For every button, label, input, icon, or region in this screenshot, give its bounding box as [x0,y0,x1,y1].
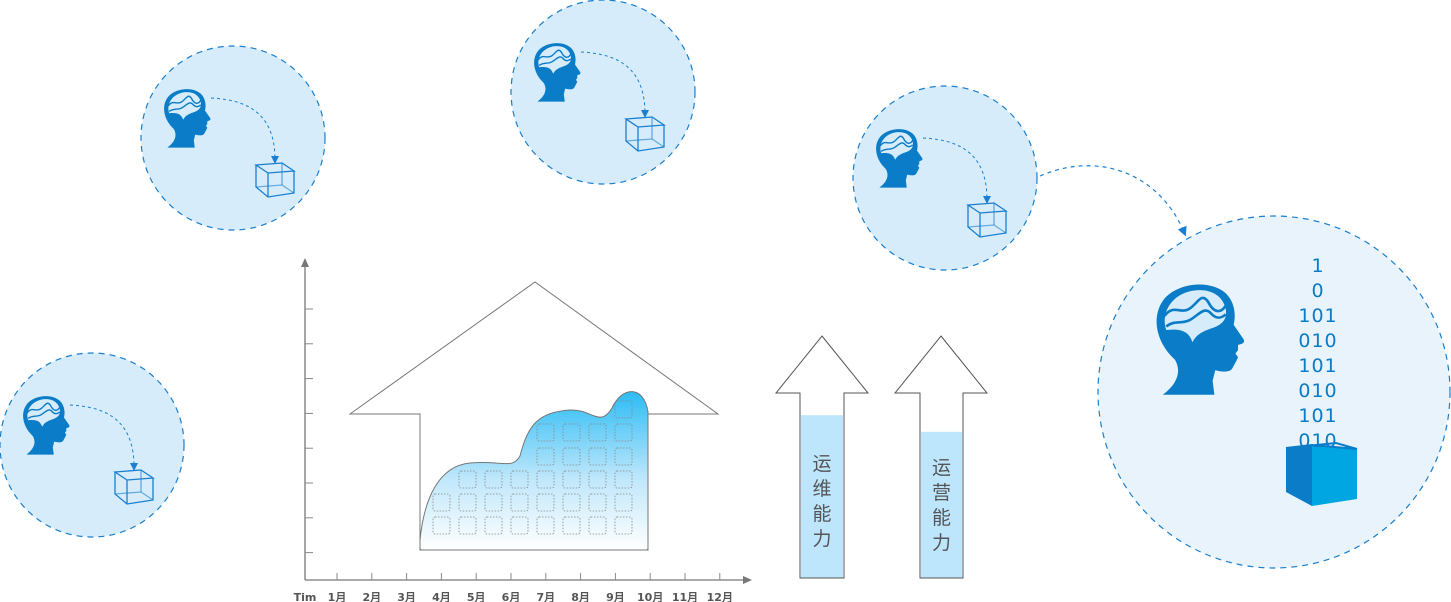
binary-line: 0 [1311,280,1324,302]
connector-arrow [1039,165,1187,237]
grid-cell [432,516,451,535]
dashed-arrow [580,51,649,118]
capability-label-char: 运 [812,453,831,475]
timeline-chart: 1月 2月 3月 4月 5月 6月 7月 8月 9月 10月 11月 12月 Tim [294,258,752,602]
grid-cell [588,423,607,442]
idea-circle [510,0,696,185]
grid-cell [562,423,581,442]
x-tick-label: 5月 [467,591,486,602]
x-tick-label: 8月 [571,591,590,602]
grid-cell [562,447,581,466]
grid-cell [588,516,607,535]
grid-cell [614,470,633,489]
grid-cell [562,470,581,489]
grid-cell [458,470,477,489]
grid-cell [536,447,555,466]
solid-cube-icon [1285,441,1358,506]
x-tick-label: 1月 [328,591,347,602]
grid-cell [484,493,503,512]
binary-line: 010 [1298,380,1337,402]
x-tick-label: 7月 [536,591,555,602]
idea-circle [0,352,185,538]
binary-line: 1 [1311,255,1324,277]
capability-label-char: 运 [932,457,951,479]
x-tick-label: 2月 [362,591,381,602]
x-tick-label: 12月 [707,591,733,602]
binary-line: 101 [1298,355,1337,377]
capability-label-char: 营 [932,482,951,504]
grid-cell [536,493,555,512]
idea-circle [852,85,1038,271]
x-tick-label: 9月 [606,591,625,602]
grid-cell [614,400,633,419]
growth-house-arrow [348,281,720,551]
grid-cell [484,516,503,535]
x-tick-label: 10月 [637,591,663,602]
grid-cell [510,493,529,512]
capability-level-fill [801,415,843,578]
grid-cell [510,516,529,535]
grid-cell [562,516,581,535]
grid-cell [614,447,633,466]
grid-cell [536,470,555,489]
binary-line: 101 [1298,405,1337,427]
capability-label-char: 能 [932,507,951,529]
grid-cell [432,493,451,512]
grid-cell [588,493,607,512]
capability-label-char: 力 [932,532,951,554]
x-tick-label: 4月 [432,591,451,602]
binary-line: 010 [1298,330,1337,352]
grid-cell [614,516,633,535]
grid-cell [588,447,607,466]
grid-cell [614,493,633,512]
grid-cell [484,470,503,489]
capability-level-fill [921,431,962,578]
x-tick-label: 6月 [502,591,521,602]
grid-cell [614,423,633,442]
grid-cell [510,470,529,489]
dashed-arrow [922,137,991,204]
x-axis-start-label: Tim [294,591,317,602]
dashed-arrow [69,404,138,471]
grid-cell [536,423,555,442]
idea-circle [140,45,326,231]
binary-line: 010 [1298,430,1337,452]
x-tick-label: 11月 [672,591,698,602]
capability-label-char: 维 [812,478,831,500]
grid-cell [458,493,477,512]
grid-cell [562,493,581,512]
capability-label-char: 能 [812,503,831,525]
capability-label-char: 力 [812,528,831,550]
x-tick-label: 3月 [397,591,416,602]
binary-line: 101 [1298,305,1337,327]
grid-cell [458,516,477,535]
grid-cell [536,516,555,535]
dashed-arrow [210,97,279,164]
grid-cell [588,470,607,489]
